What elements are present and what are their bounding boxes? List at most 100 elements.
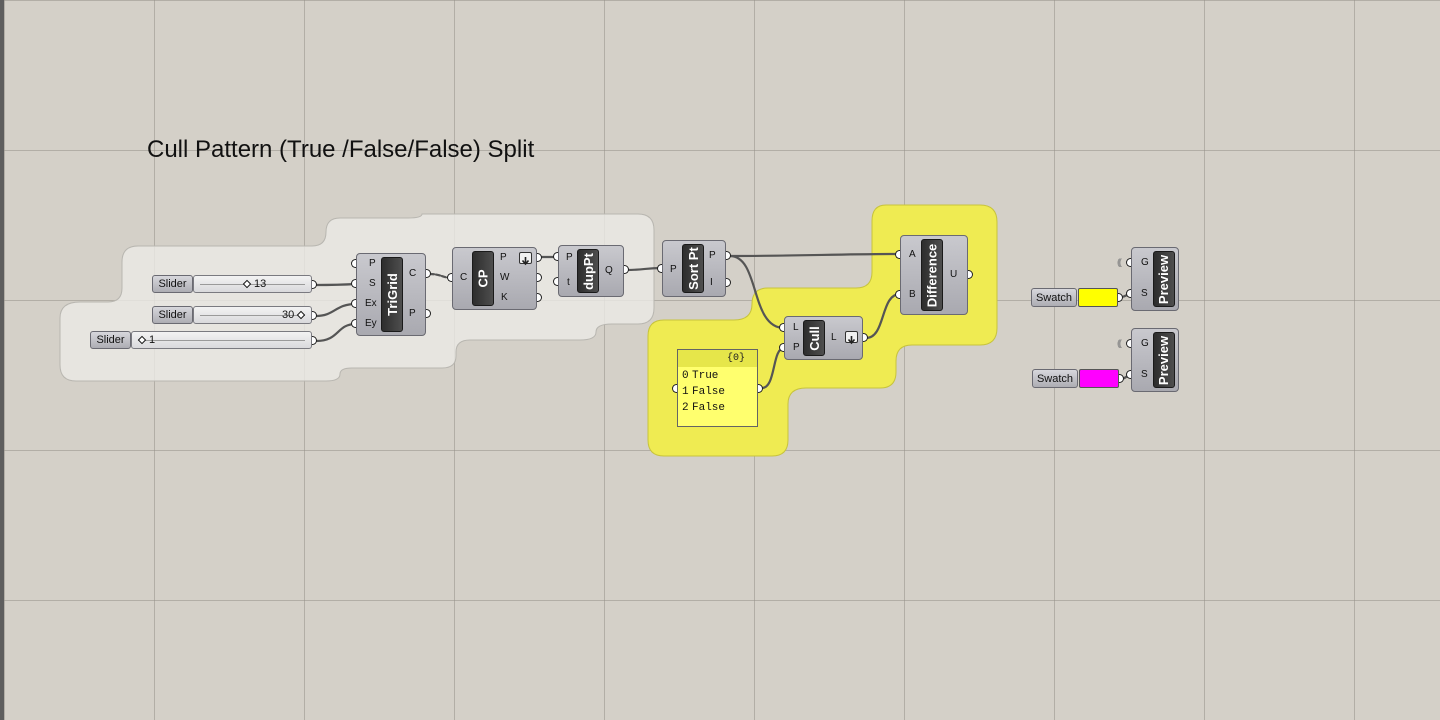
component-name: Difference: [921, 239, 943, 311]
input-grip[interactable]: [447, 273, 452, 282]
output-grip[interactable]: [312, 311, 317, 320]
component-name: Sort Pt: [682, 244, 704, 293]
input-grip[interactable]: [1126, 289, 1131, 298]
input-grip[interactable]: [895, 250, 900, 259]
input-grip[interactable]: [779, 323, 784, 332]
slider-track[interactable]: 1: [131, 331, 312, 349]
canvas-title: Cull Pattern (True /False/False) Split: [147, 136, 535, 163]
slider-track[interactable]: 30: [193, 306, 312, 324]
output-grip[interactable]: [537, 293, 542, 302]
output-p: P: [409, 308, 416, 319]
output-grip[interactable]: [537, 253, 542, 262]
wireless-icon: (((: [1117, 338, 1122, 348]
output-grip[interactable]: [426, 269, 431, 278]
input-grip[interactable]: [1126, 339, 1131, 348]
wireless-icon: (((: [1117, 257, 1122, 267]
wire: [314, 282, 358, 287]
input-grip[interactable]: [779, 343, 784, 352]
duppt-component[interactable]: P t dupPt Q: [558, 245, 624, 297]
panel-row-value: True: [692, 370, 719, 382]
wire: [728, 254, 786, 330]
output-grip[interactable]: [726, 251, 731, 260]
output-grip[interactable]: [537, 273, 542, 282]
input-grip[interactable]: [657, 264, 662, 273]
output-grip[interactable]: [726, 278, 731, 287]
slider-label[interactable]: Slider: [152, 306, 193, 324]
cp-component[interactable]: C CP P W K: [452, 247, 537, 310]
difference-component[interactable]: A B Difference U: [900, 235, 968, 315]
slider-rail: [138, 340, 305, 341]
slider-track[interactable]: 13: [193, 275, 312, 293]
input-grip[interactable]: [351, 279, 356, 288]
component-name: Preview: [1153, 332, 1175, 388]
input-l: L: [793, 322, 799, 333]
output-grip[interactable]: [426, 309, 431, 318]
cull-component[interactable]: L P Cull L: [784, 316, 863, 360]
preview-component[interactable]: G S Preview: [1131, 247, 1179, 311]
input-grip[interactable]: [553, 277, 558, 286]
slider-label[interactable]: Slider: [152, 275, 193, 293]
trigrid-component[interactable]: P S Ex Ey TriGrid C P: [356, 253, 426, 336]
slider-value: 13: [254, 278, 267, 290]
output-grip[interactable]: [312, 280, 317, 289]
input-c: C: [460, 272, 468, 283]
input-t: t: [567, 277, 570, 288]
output-p: P: [709, 250, 716, 261]
component-name: CP: [472, 251, 494, 306]
swatch-label[interactable]: Swatch: [1032, 369, 1078, 388]
graft-icon[interactable]: [519, 252, 532, 266]
swatch-color-magenta[interactable]: [1079, 369, 1119, 388]
graft-icon[interactable]: [845, 331, 858, 345]
slider-knob[interactable]: [296, 310, 306, 320]
swatch-color-yellow[interactable]: [1078, 288, 1118, 307]
input-a: A: [909, 249, 916, 260]
input-g: G: [1141, 257, 1149, 268]
panel-row-value: False: [692, 386, 726, 398]
input-s: S: [1141, 369, 1148, 380]
input-grip[interactable]: [351, 319, 356, 328]
slider-value: 30: [282, 309, 295, 321]
input-grip[interactable]: [1126, 258, 1131, 267]
output-grip[interactable]: [968, 270, 973, 279]
component-name: Preview: [1153, 251, 1175, 307]
input-grip[interactable]: [351, 259, 356, 268]
sortpt-component[interactable]: P Sort Pt P I: [662, 240, 726, 297]
input-ex: Ex: [365, 298, 377, 309]
preview-component[interactable]: G S Preview: [1131, 328, 1179, 392]
wire: [864, 292, 902, 340]
slider-knob[interactable]: [242, 279, 252, 289]
output-grip[interactable]: [1118, 293, 1123, 302]
panel-row-index: 1: [682, 386, 689, 398]
input-grip[interactable]: [1126, 370, 1131, 379]
slider-rail: [200, 284, 305, 285]
output-grip[interactable]: [1119, 374, 1124, 383]
canvas-left-border: [0, 0, 4, 720]
output-i: I: [710, 277, 713, 288]
input-p: P: [793, 342, 800, 353]
input-grip[interactable]: [553, 252, 558, 261]
output-grip[interactable]: [863, 333, 868, 342]
input-grip[interactable]: [351, 299, 356, 308]
slider-label[interactable]: Slider: [90, 331, 131, 349]
slider-knob[interactable]: [137, 335, 147, 345]
input-ey: Ey: [365, 318, 377, 329]
input-grip[interactable]: [672, 384, 677, 393]
swatch-label[interactable]: Swatch: [1031, 288, 1077, 307]
output-grip[interactable]: [624, 265, 629, 274]
output-grip[interactable]: [312, 336, 317, 345]
input-grip[interactable]: [895, 290, 900, 299]
output-grip[interactable]: [758, 384, 763, 393]
panel-row-value: False: [692, 402, 726, 414]
input-p: P: [670, 264, 677, 275]
output-w: W: [500, 272, 510, 283]
output-l: L: [831, 332, 837, 343]
component-name: TriGrid: [381, 257, 403, 332]
panel-row-index: 0: [682, 370, 689, 382]
output-p: P: [500, 252, 507, 263]
input-g: G: [1141, 338, 1149, 349]
slider-value: 1: [149, 334, 156, 346]
